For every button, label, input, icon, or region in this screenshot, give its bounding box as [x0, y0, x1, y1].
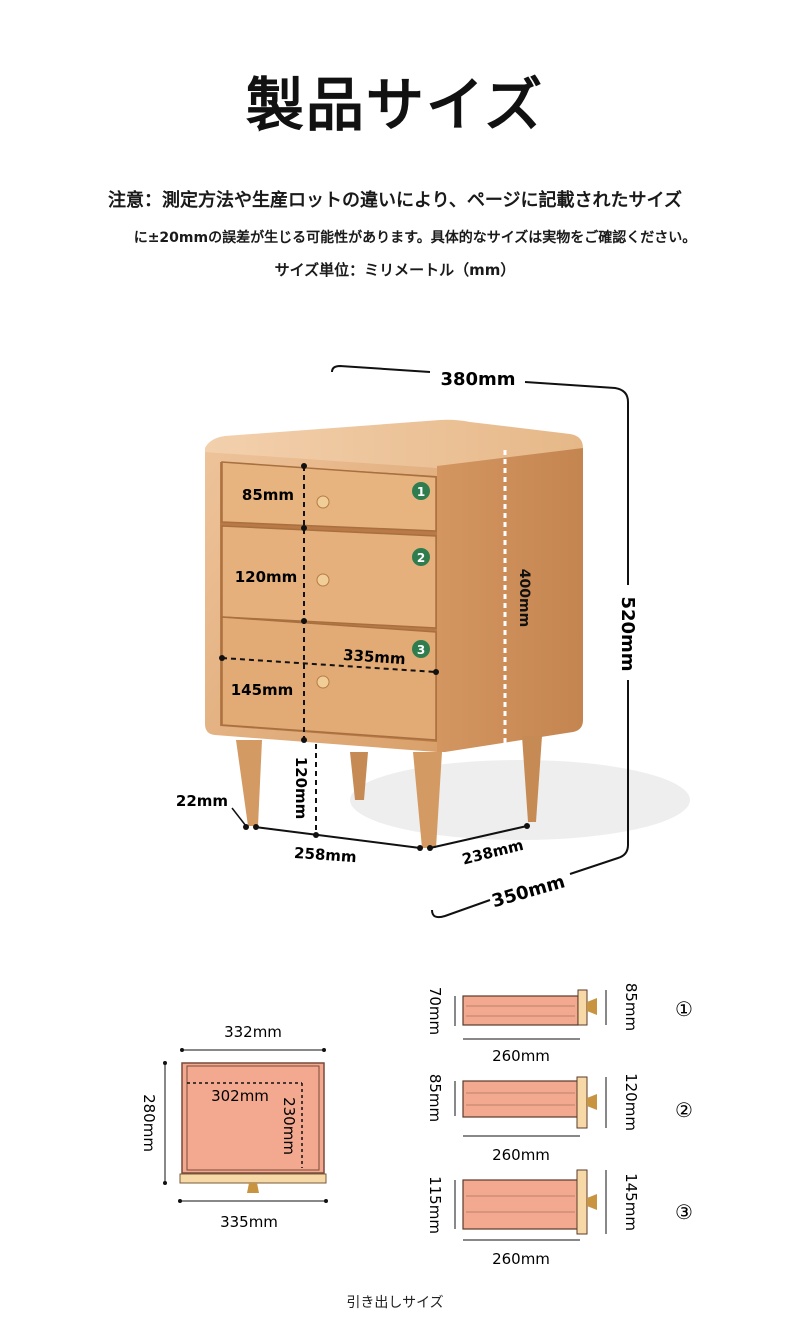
knob-1[interactable] — [316, 495, 330, 509]
svg-text:70mm: 70mm — [426, 987, 444, 1035]
leg-span-side-line — [429, 825, 528, 849]
drawer-side-views: 70mm 85mm 260mm ① 85mm 120mm 260mm ② 115… — [426, 983, 693, 1268]
drawer-1[interactable] — [221, 461, 437, 532]
svg-text:260mm: 260mm — [492, 1047, 550, 1065]
cabinet-side — [437, 448, 583, 752]
inner-width-label: 335mm — [343, 646, 407, 668]
drawer-size-caption: 引き出しサイズ — [346, 1295, 444, 1311]
svg-text:145mm: 145mm — [622, 1173, 640, 1231]
svg-text:85mm: 85mm — [622, 983, 640, 1031]
drawer-top-view: 332mm 302mm 230mm 280mm 335mm — [140, 1023, 328, 1231]
drawer-badge-3: 3 — [412, 640, 430, 658]
page-title: 製品サイズ — [245, 71, 545, 139]
note-line-1: 注意：測定方法や生産ロットの違いにより、ページに記載されたサイズ — [107, 190, 683, 211]
drawer-2-height-label: 120mm — [235, 568, 298, 586]
svg-text:①: ① — [675, 997, 693, 1021]
leg-front-left — [236, 740, 262, 826]
drawer-side-view-3: 115mm 145mm 260mm ③ — [426, 1169, 693, 1268]
leg-span-front-line — [254, 826, 421, 849]
leg-front-right — [413, 752, 442, 848]
drawer-3-height-label: 145mm — [231, 681, 294, 699]
knob-2[interactable] — [316, 573, 330, 587]
svg-text:260mm: 260mm — [492, 1250, 550, 1268]
drawer-side-view-1: 70mm 85mm 260mm ① — [426, 983, 693, 1065]
depth-bracket — [431, 899, 491, 919]
top-view-outer-depth: 280mm — [140, 1094, 158, 1152]
svg-text:1: 1 — [417, 485, 425, 499]
note-line-2: に±20mmの誤差が生じる可能性があります。具体的なサイズは実物をご確認ください… — [133, 230, 697, 246]
width-bracket-left — [331, 364, 431, 373]
drawer-1-height-label: 85mm — [242, 486, 294, 504]
leg-height-label: 120mm — [292, 757, 310, 820]
depth-label: 350mm — [489, 871, 567, 912]
top-view-inner-depth: 230mm — [280, 1097, 298, 1155]
body-height-label: 400mm — [516, 569, 532, 627]
top-view-front-width: 335mm — [220, 1213, 278, 1231]
drawer-2[interactable] — [221, 525, 437, 629]
drawer-badge-2: 2 — [412, 548, 430, 566]
width-top-label: 380mm — [440, 369, 515, 390]
knob-3[interactable] — [316, 675, 330, 689]
svg-text:260mm: 260mm — [492, 1146, 550, 1164]
note-unit: サイズ単位：ミリメートル（mm） — [274, 261, 516, 279]
svg-text:85mm: 85mm — [426, 1074, 444, 1122]
top-view-outer-width: 332mm — [224, 1023, 282, 1041]
leg-span-side-label: 238mm — [460, 836, 525, 869]
top-view-inner-width: 302mm — [211, 1087, 269, 1105]
leg-back-left — [350, 752, 368, 800]
svg-text:115mm: 115mm — [426, 1176, 444, 1234]
svg-text:3: 3 — [417, 643, 425, 657]
leg-diameter-label: 22mm — [176, 792, 228, 810]
svg-text:120mm: 120mm — [622, 1073, 640, 1131]
svg-text:③: ③ — [675, 1200, 693, 1224]
cabinet-dimension-diagram: 380mm 520mm 400mm 85mm 120mm 145mm 335mm… — [176, 364, 690, 919]
height-bracket-lower — [569, 680, 629, 875]
svg-text:2: 2 — [417, 551, 425, 565]
drawer-badge-1: 1 — [412, 482, 430, 500]
drawer-3[interactable] — [221, 616, 437, 741]
height-total-label: 520mm — [617, 596, 638, 671]
width-bracket-right — [524, 381, 629, 585]
drawer-side-view-2: 85mm 120mm 260mm ② — [426, 1073, 693, 1164]
svg-text:②: ② — [675, 1098, 693, 1122]
leg-span-front-label: 258mm — [294, 844, 358, 866]
leg-back-right — [522, 736, 542, 822]
